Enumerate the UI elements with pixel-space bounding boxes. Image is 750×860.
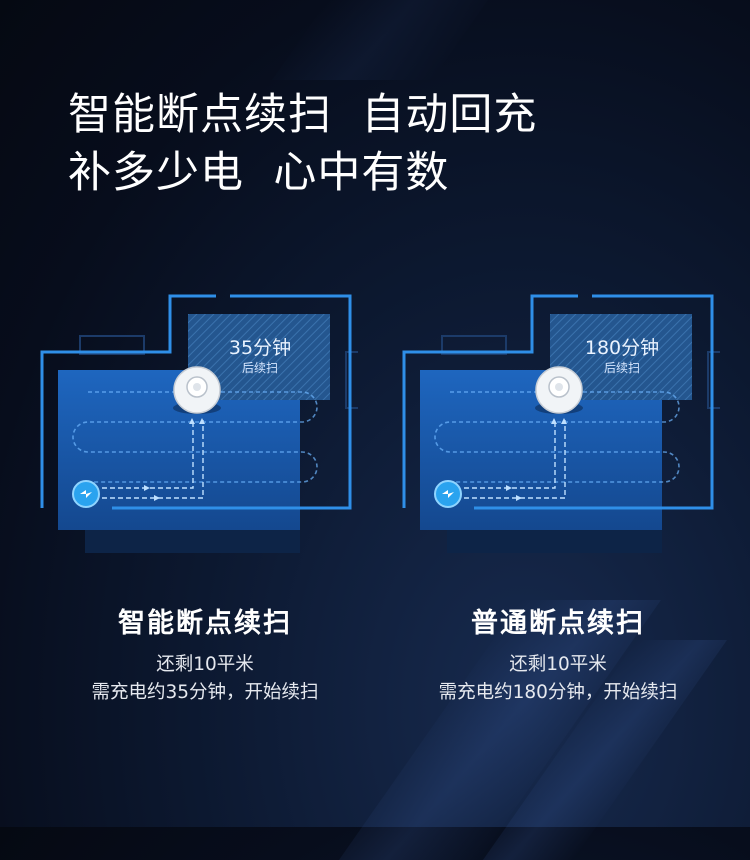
right-caption: 普通断点续扫 还剩10平米 需充电约180分钟，开始续扫	[398, 606, 718, 707]
caption-title: 智能断点续扫	[118, 608, 292, 639]
caption-title: 普通断点续扫	[471, 608, 645, 639]
background-light-streak	[271, 0, 489, 80]
resume-time-box: 180分钟 后续扫	[570, 336, 674, 376]
headline-line-2: 补多少电 心中有数	[68, 148, 450, 198]
return-path	[102, 420, 204, 499]
charge-time-label: 180分钟	[584, 337, 660, 359]
right-floorplan: 180分钟 后续扫	[402, 292, 720, 557]
furniture	[441, 335, 507, 355]
walls	[40, 294, 352, 510]
charge-time-label: 35分钟	[228, 337, 292, 359]
left-caption: 智能断点续扫 还剩10平米 需充电约35分钟，开始续扫	[45, 606, 365, 707]
floor-shadow	[447, 529, 662, 553]
caption-line-1: 还剩10平米	[156, 654, 254, 675]
furniture	[345, 351, 358, 409]
return-path	[464, 420, 566, 499]
headline: 智能断点续扫 自动回充 补多少电 心中有数	[68, 86, 537, 202]
left-floorplan: 35分钟 后续扫	[40, 292, 358, 557]
furniture	[79, 335, 145, 355]
caption-line-1: 还剩10平米	[509, 654, 607, 675]
robot-vacuum-icon	[535, 366, 583, 414]
floor-shadow	[85, 529, 300, 553]
cleaning-path	[434, 391, 680, 483]
furniture	[707, 351, 720, 409]
resume-label: 后续扫	[241, 361, 278, 375]
caption-line-2: 需充电约35分钟，开始续扫	[91, 682, 319, 703]
floorplan-graphic	[40, 294, 358, 553]
resume-time-box: 35分钟 后续扫	[210, 336, 310, 376]
headline-line-1: 智能断点续扫 自动回充	[68, 90, 538, 140]
floorplan-graphic	[402, 294, 720, 553]
resume-label: 后续扫	[603, 361, 640, 375]
walls	[402, 294, 714, 510]
robot-vacuum-icon	[173, 366, 221, 414]
cleaning-path	[72, 391, 318, 483]
caption-line-2: 需充电约180分钟，开始续扫	[438, 682, 678, 703]
